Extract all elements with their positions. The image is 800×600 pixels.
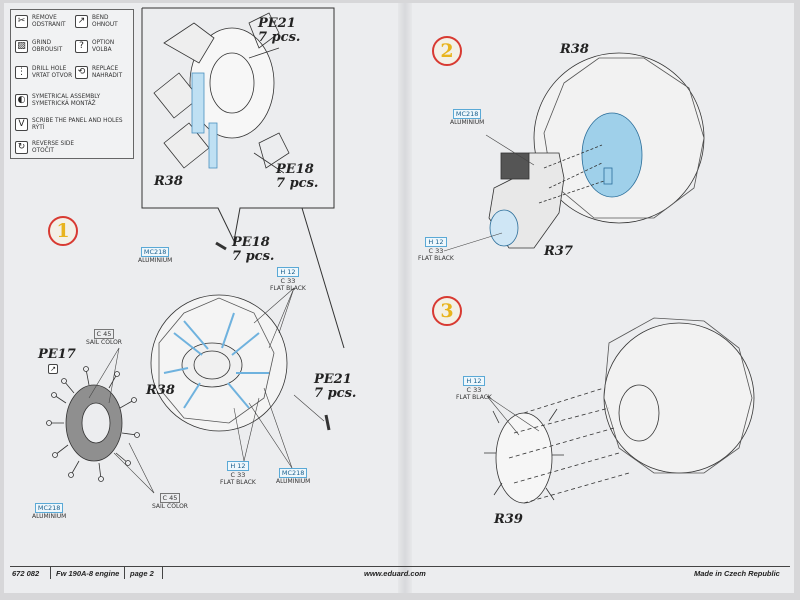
linework-layer xyxy=(46,7,755,504)
callout-engine-detail xyxy=(153,12,290,174)
footer-made-in: Made in Czech Republic xyxy=(694,569,780,578)
grind-icon: ▨ xyxy=(15,40,28,54)
footer-page: page 2 xyxy=(130,569,154,578)
step-number-2: 2 xyxy=(432,36,462,66)
part-label-r38-step1: R38 xyxy=(146,383,175,398)
bend-icon: ↗ xyxy=(48,364,58,374)
page-footer: 672 082 Fw 190A-8 engine page 2 www.edua… xyxy=(10,566,790,580)
footer-url: www.eduard.com xyxy=(364,569,426,578)
drill-hole-icon: ⋮ xyxy=(15,66,28,80)
page-fold xyxy=(398,3,412,593)
option-icon: ? xyxy=(75,40,88,54)
part-label-r38-callout: R38 xyxy=(154,174,183,189)
footer-kit-code: 672 082 xyxy=(12,569,40,578)
footer-title: Fw 190A-8 engine xyxy=(56,569,120,578)
part-label-r38-step2: R38 xyxy=(560,42,589,57)
reverse-side-icon: ↻ xyxy=(15,141,28,155)
replace-icon: ⟲ xyxy=(75,66,88,80)
remove-icon: ✂ xyxy=(15,15,28,29)
part-label-r39: R39 xyxy=(494,512,523,527)
pe17-ring xyxy=(46,366,140,482)
footer-divider xyxy=(50,567,51,579)
leader-lines-step1 xyxy=(88,287,325,494)
part-label-r37: R37 xyxy=(544,244,573,259)
engine-step3-assembly xyxy=(484,317,755,504)
footer-divider xyxy=(124,567,125,579)
scribe-icon: V xyxy=(15,118,28,132)
bend-icon: ↗ xyxy=(75,15,88,29)
step-number-3: 3 xyxy=(432,296,462,326)
engine-front-assembly xyxy=(150,294,288,432)
symmetrical-assembly-icon: ◐ xyxy=(15,94,28,108)
leader-lines-step3 xyxy=(443,134,540,436)
footer-divider xyxy=(162,567,163,579)
part-label-pe17: PE17 xyxy=(38,347,76,362)
engine-step2-assembly xyxy=(488,52,705,249)
pushrods-blue xyxy=(163,312,269,409)
step-number-1: 1 xyxy=(48,216,78,246)
